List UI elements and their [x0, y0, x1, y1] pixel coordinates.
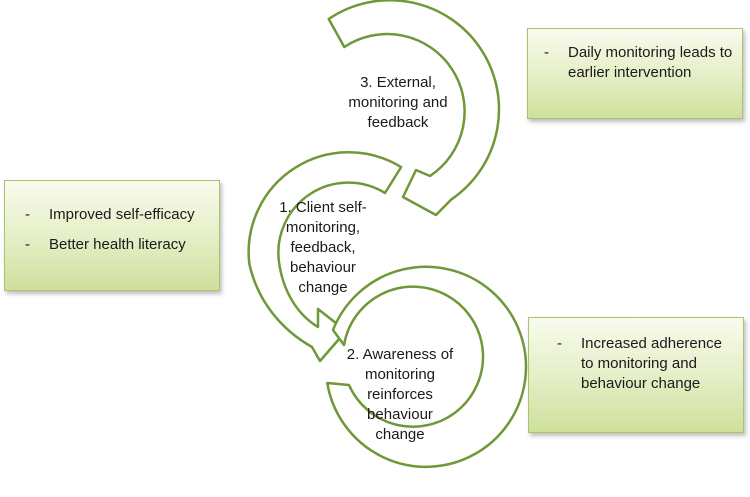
outcome-box-top-right: Daily monitoring leads to earlier interv… — [527, 28, 743, 119]
step-2-line: monitoring — [364, 366, 436, 383]
step-1-label: 1. Client self- monitoring, feedback, be… — [268, 198, 378, 298]
outcome-list: Increased adherence to monitoring and be… — [557, 334, 735, 394]
step-2-label: 2. Awareness of monitoring reinforces be… — [330, 345, 470, 445]
step-3-line: 3. External, — [360, 74, 436, 91]
step-1-line: change — [298, 279, 348, 296]
outcome-box-left: Improved self-efficacy Better health lit… — [4, 180, 220, 291]
circular-arrow-bottom — [326, 265, 528, 469]
circular-arrow-middle — [247, 151, 403, 363]
step-2-line: behaviour — [367, 406, 433, 423]
outcome-box-bottom-right: Increased adherence to monitoring and be… — [528, 317, 744, 433]
outcome-item: Increased adherence to monitoring and be… — [557, 334, 735, 394]
outcome-list: Improved self-efficacy Better health lit… — [25, 205, 207, 255]
step-2-line: 2. Awareness of — [346, 346, 454, 363]
step-3-line: feedback — [367, 114, 429, 131]
step-1-line: monitoring, — [285, 219, 361, 236]
step-1-line: feedback, — [290, 239, 356, 256]
step-2-line: reinforces — [367, 386, 433, 403]
step-1-line: behaviour — [290, 259, 356, 276]
step-3-label: 3. External, monitoring and feedback — [328, 73, 468, 133]
outcome-list: Daily monitoring leads to earlier interv… — [544, 43, 734, 83]
circular-arrow-top — [327, 0, 501, 217]
step-3-line: monitoring and — [348, 94, 448, 111]
outcome-item: Better health literacy — [25, 235, 207, 255]
step-1-line: 1. Client self- — [279, 199, 367, 216]
outcome-item: Improved self-efficacy — [25, 205, 207, 225]
step-2-line: change — [375, 426, 425, 443]
outcome-item: Daily monitoring leads to earlier interv… — [544, 43, 734, 83]
